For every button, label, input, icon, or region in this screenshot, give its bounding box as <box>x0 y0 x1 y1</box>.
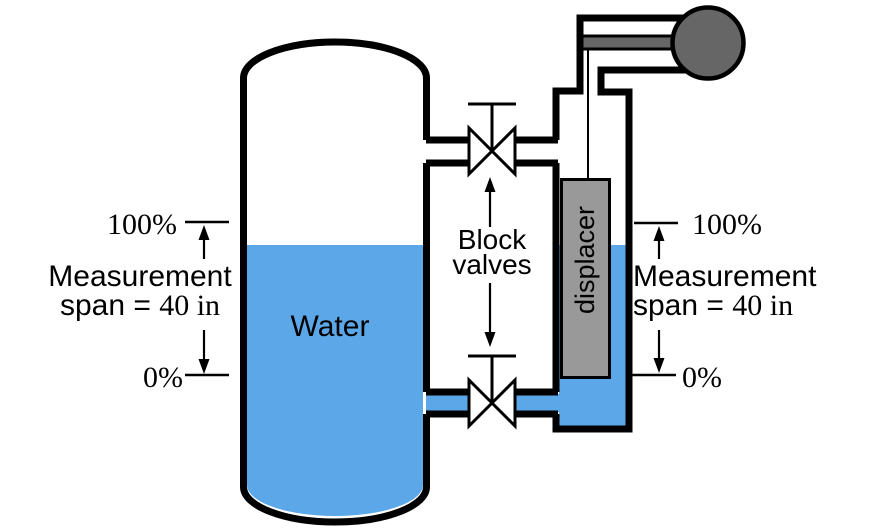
left-label-0: 0% <box>143 361 183 394</box>
left-arrow-down-head <box>198 359 210 374</box>
right-label-100: 100% <box>692 208 762 241</box>
displacer-body <box>560 178 611 379</box>
torque-tube-housing-icon <box>670 5 746 81</box>
block-valves-arrows <box>484 177 496 347</box>
tank-vessel <box>240 38 430 526</box>
valve-body-left <box>467 376 495 430</box>
left-span-line1: Measurement <box>48 260 232 293</box>
lower-pipe-water-left <box>426 394 470 412</box>
displacer-label: displacer <box>570 205 600 315</box>
right-span-line2: span = 40 in <box>633 289 794 322</box>
left-measurement-span-label: Measurement span = 40 in <box>20 260 260 322</box>
valve-body-right <box>489 124 517 178</box>
block-valves-arrow-up-head <box>484 177 496 192</box>
left-span-line2: span = 40 in <box>59 289 221 322</box>
tank-water-fill <box>247 245 423 516</box>
block-valves-label: Block valves <box>452 224 532 280</box>
lower-process-pipe <box>426 388 558 418</box>
left-span-marks <box>185 220 229 377</box>
upper-block-valve-icon <box>467 102 517 178</box>
left-label-100: 100% <box>107 208 177 241</box>
right-label-0: 0% <box>682 361 722 394</box>
right-arrow-up-head <box>653 226 665 241</box>
valve-body-right <box>489 376 517 430</box>
right-span-marks <box>632 221 678 377</box>
right-arrow-down-head <box>653 358 665 373</box>
valve-body-left <box>467 124 495 178</box>
left-arrow-up-head <box>198 225 210 240</box>
upper-process-pipe <box>426 136 558 167</box>
right-span-line1: Measurement <box>633 260 817 293</box>
right-measurement-span-label: Measurement span = 40 in <box>633 260 883 322</box>
lower-pipe-water-right <box>514 394 560 412</box>
displacer-chamber <box>552 14 692 433</box>
torque-arm <box>580 34 684 51</box>
lower-block-valve-icon <box>467 354 517 430</box>
block-valves-arrow-down-head <box>484 332 496 347</box>
water-label: Water <box>290 310 370 343</box>
